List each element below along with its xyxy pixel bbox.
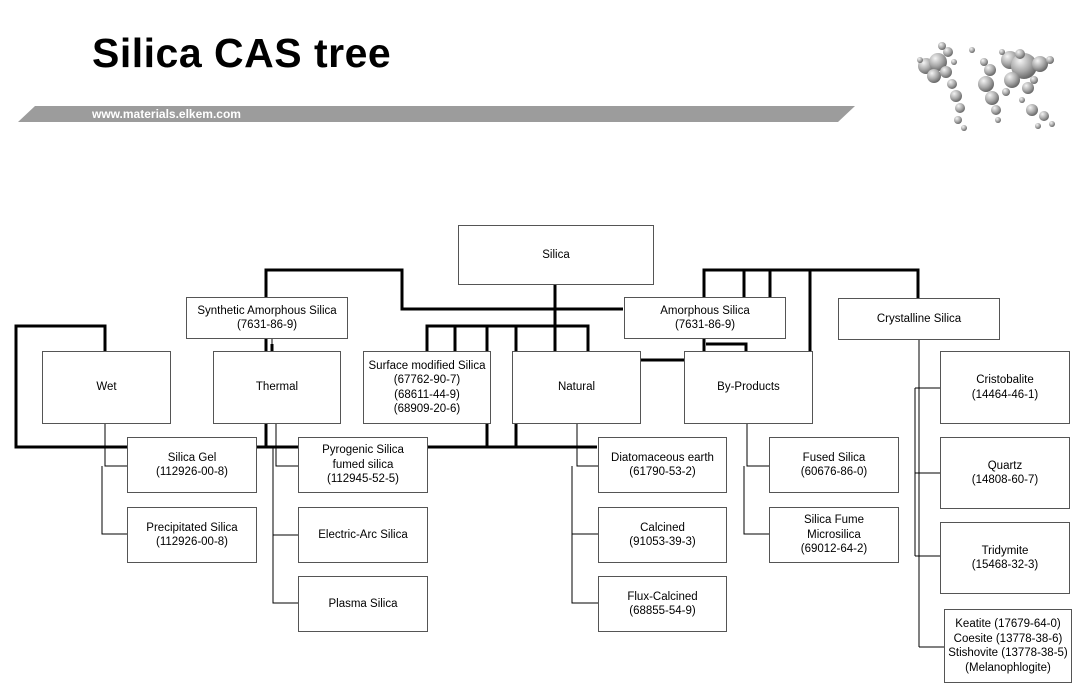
header-banner bbox=[18, 106, 855, 122]
node-surface-modified-silica[interactable]: Surface modified Silica (67762-90-7) (68… bbox=[363, 351, 491, 424]
node-by-products[interactable]: By-Products bbox=[684, 351, 813, 424]
page-title: Silica CAS tree bbox=[92, 30, 392, 76]
node-flux-calcined[interactable]: Flux-Calcined (68855-54-9) bbox=[598, 576, 727, 632]
node-cristobalite[interactable]: Cristobalite (14464-46-1) bbox=[940, 351, 1070, 424]
node-keatite-coesite-stishovite[interactable]: Keatite (17679-64-0) Coesite (13778-38-6… bbox=[944, 609, 1072, 683]
node-silica[interactable]: Silica bbox=[458, 225, 654, 285]
website-url[interactable]: www.materials.elkem.com bbox=[92, 107, 241, 121]
node-plasma-silica[interactable]: Plasma Silica bbox=[298, 576, 428, 632]
node-quartz[interactable]: Quartz (14808-60-7) bbox=[940, 437, 1070, 509]
node-pyrogenic-silica[interactable]: Pyrogenic Silica fumed silica (112945-52… bbox=[298, 437, 428, 493]
node-synthetic-amorphous-silica[interactable]: Synthetic Amorphous Silica (7631-86-9) bbox=[186, 297, 348, 339]
world-map-spheres-icon bbox=[917, 42, 1055, 131]
node-amorphous-silica[interactable]: Amorphous Silica (7631-86-9) bbox=[624, 297, 786, 339]
node-natural[interactable]: Natural bbox=[512, 351, 641, 424]
node-fused-silica[interactable]: Fused Silica (60676-86-0) bbox=[769, 437, 899, 493]
node-crystalline-silica[interactable]: Crystalline Silica bbox=[838, 298, 1000, 340]
node-wet[interactable]: Wet bbox=[42, 351, 171, 424]
node-silica-fume[interactable]: Silica Fume Microsilica (69012-64-2) bbox=[769, 507, 899, 563]
node-electric-arc-silica[interactable]: Electric-Arc Silica bbox=[298, 507, 428, 563]
node-calcined[interactable]: Calcined (91053-39-3) bbox=[598, 507, 727, 563]
node-diatomaceous-earth[interactable]: Diatomaceous earth (61790-53-2) bbox=[598, 437, 727, 493]
node-silica-gel[interactable]: Silica Gel (112926-00-8) bbox=[127, 437, 257, 493]
node-thermal[interactable]: Thermal bbox=[213, 351, 341, 424]
node-tridymite[interactable]: Tridymite (15468-32-3) bbox=[940, 522, 1070, 594]
node-precipitated-silica[interactable]: Precipitated Silica (112926-00-8) bbox=[127, 507, 257, 563]
